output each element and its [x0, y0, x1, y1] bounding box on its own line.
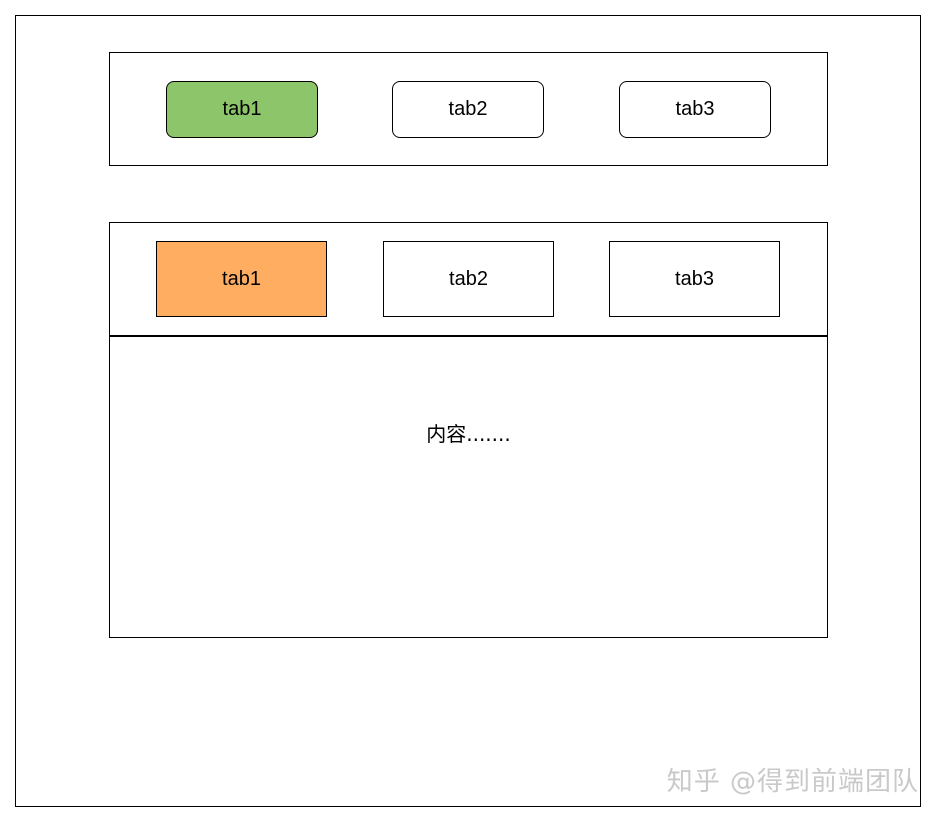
- top-tab-3[interactable]: tab3: [619, 81, 771, 138]
- tab-content-text: 内容.......: [426, 422, 511, 446]
- tab-content-divider: [109, 335, 828, 337]
- outer-frame: [15, 15, 921, 807]
- top-tab-1[interactable]: tab1: [166, 81, 318, 138]
- bottom-tab-1[interactable]: tab1: [156, 241, 327, 317]
- watermark: 知乎 @得到前端团队: [666, 767, 919, 797]
- bottom-tab-3[interactable]: tab3: [609, 241, 780, 317]
- top-tab-2[interactable]: tab2: [392, 81, 544, 138]
- bottom-tab-2[interactable]: tab2: [383, 241, 554, 317]
